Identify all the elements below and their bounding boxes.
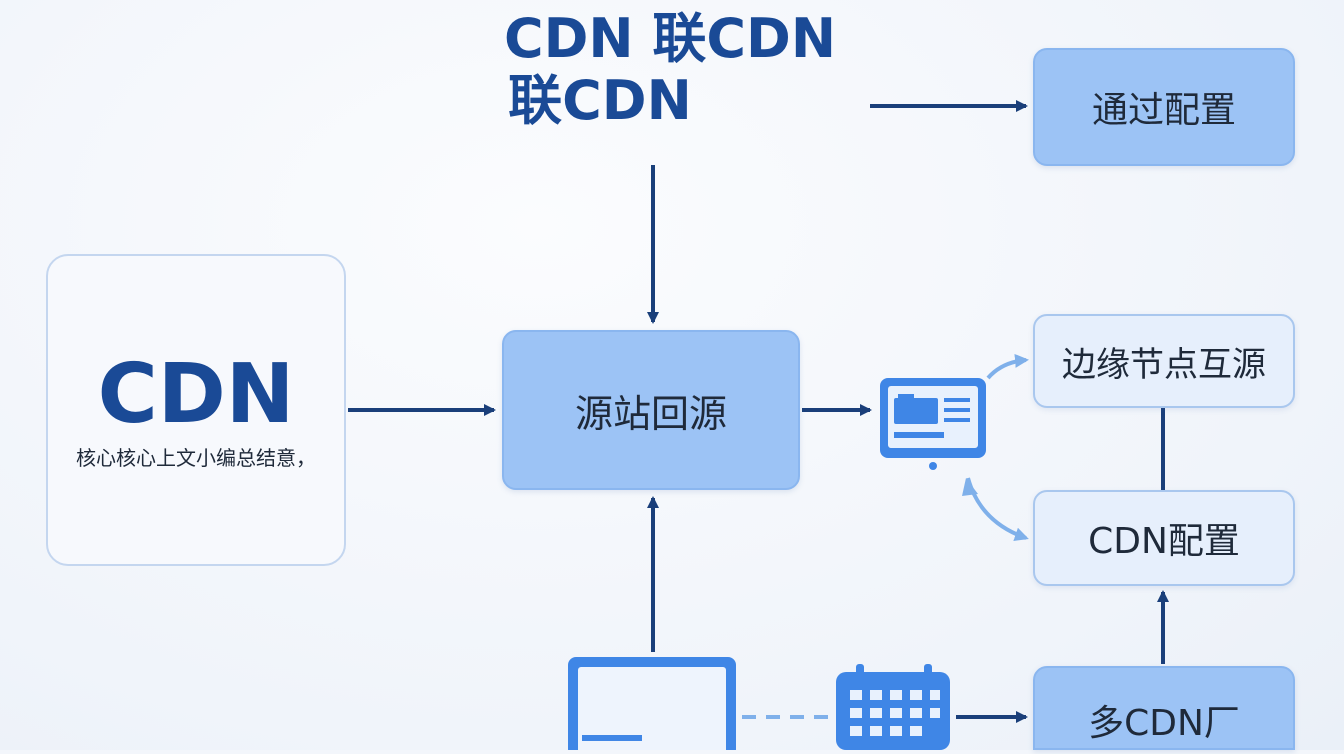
node-origin-fetch[interactable]: 源站回源 [502,330,800,490]
node-origin-fetch-label: 源站回源 [574,391,727,436]
curve-arrowhead-back [962,478,978,496]
cdn-card-subtitle: 核心核心上文小编总结意， [76,445,316,470]
curve-monitor-to-cdnconfig [966,477,1029,541]
title-line-2: 联CDN [508,69,692,132]
node-multi-vendor-label: 多CDN厂 [1088,703,1240,744]
monitor-icon [878,376,988,472]
node-config-via-label: 通过配置 [1091,90,1236,131]
node-edge-mutual-label: 边缘节点互源 [1062,344,1266,385]
diagram-title: CDN 联CDN 联CDN [440,8,900,132]
curve-monitor-to-edge [986,353,1029,380]
document-panel-icon [566,655,738,754]
cdn-card-title: CDN [97,346,295,442]
node-cdn-config-label: CDN配置 [1088,521,1240,562]
node-config-via[interactable]: 通过配置 [1033,48,1295,166]
node-edge-mutual[interactable]: 边缘节点互源 [1033,314,1295,408]
cdn-card[interactable]: CDN 核心核心上文小编总结意， [46,254,346,566]
title-line-1: CDN 联CDN [503,7,837,70]
node-multi-vendor[interactable]: 多CDN厂 [1033,666,1295,750]
node-cdn-config[interactable]: CDN配置 [1033,490,1295,586]
calendar-icon [834,664,952,750]
